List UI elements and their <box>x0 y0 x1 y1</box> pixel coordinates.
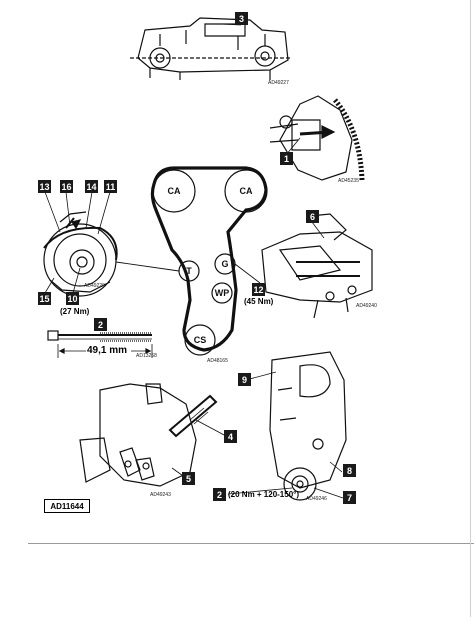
callout-2-crank: 2 <box>213 488 226 501</box>
callout-2-bolt: 2 <box>94 318 107 331</box>
pulley-label-t: T <box>186 266 192 276</box>
pulley-label-g: G <box>221 259 228 269</box>
callout-13: 13 <box>38 180 51 193</box>
ref-code: AD49246 <box>306 496 327 502</box>
belt-routing-drawing <box>115 166 268 356</box>
page-divider <box>28 543 474 544</box>
callout-10: 10 <box>66 292 79 305</box>
tensioner-detail-drawing <box>43 211 118 297</box>
callout-8: 8 <box>343 464 356 477</box>
callout-11: 11 <box>104 180 117 193</box>
callout-7: 7 <box>343 491 356 504</box>
callout-6: 6 <box>306 210 319 223</box>
pulley-label-wp: WP <box>215 288 230 298</box>
ref-code: AD49240 <box>356 303 377 309</box>
ref-code: AD49243 <box>150 492 171 498</box>
torque-note-10: (27 Nm) <box>60 307 90 316</box>
pulley-label-ca-left: CA <box>168 186 181 196</box>
callout-16: 16 <box>60 180 73 193</box>
ref-code: AD13268 <box>136 353 157 359</box>
leader-lines <box>44 23 344 499</box>
callout-9: 9 <box>238 373 251 386</box>
callout-5: 5 <box>182 472 195 485</box>
torque-note-12: (45 Nm) <box>244 297 274 306</box>
callout-12: 12 <box>252 283 265 296</box>
flywheel-tool-drawing <box>79 383 218 487</box>
bolt-length-dimension: 49,1 mm <box>87 345 128 356</box>
ref-code: AD45235 <box>338 178 359 184</box>
bolt-drawing <box>47 330 153 358</box>
ref-code: AD48165 <box>207 358 228 364</box>
flywheel-lock-drawing <box>269 95 365 181</box>
ref-code: AD49229 <box>84 283 105 289</box>
callout-1: 1 <box>280 152 293 165</box>
figure-code: AD11644 <box>44 499 90 513</box>
pulley-labels: CA CA T G WP CS <box>168 186 253 345</box>
camshaft-housing-drawing <box>130 17 290 80</box>
callout-14: 14 <box>85 180 98 193</box>
engine-block-drawing <box>261 213 373 319</box>
torque-note-2: (20 Nm + 120-150°) <box>228 490 300 499</box>
callout-4: 4 <box>224 430 237 443</box>
pulley-label-ca-right: CA <box>240 186 253 196</box>
callout-15: 15 <box>38 292 51 305</box>
pulley-label-cs: CS <box>194 335 207 345</box>
callout-3: 3 <box>235 12 248 25</box>
page-edge <box>470 0 471 617</box>
front-cover-drawing <box>269 351 347 501</box>
ref-code: AD49227 <box>268 80 289 86</box>
